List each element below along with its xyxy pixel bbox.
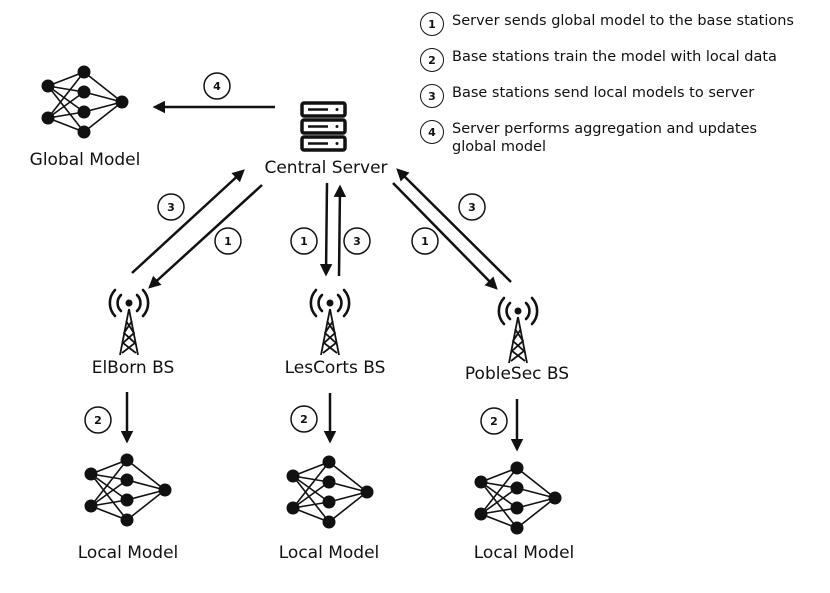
network-node <box>84 499 98 513</box>
elborn-local-model-label: Local Model <box>77 543 179 563</box>
step-badge: 1 <box>290 227 318 255</box>
elborn-bs-label: ElBorn BS <box>91 358 175 378</box>
send-arrow-elborn <box>148 184 263 289</box>
network-node <box>84 467 98 481</box>
network-node <box>510 481 524 495</box>
step-badge: 3 <box>343 227 371 255</box>
upload-arrow-lescorts <box>333 184 347 277</box>
legend-step-badge: 4 <box>420 120 444 144</box>
lescorts-local-model-network-icon <box>286 455 374 529</box>
step-badge: 1 <box>411 227 439 255</box>
step-badges: 4 3 1 1 3 1 3 2 2 2 <box>84 72 508 435</box>
lescorts-bs-label: LesCorts BS <box>284 358 386 378</box>
network-node <box>41 111 55 125</box>
network-node <box>286 469 300 483</box>
step-badge: 3 <box>458 193 486 221</box>
arrows <box>120 100 524 452</box>
network-node <box>120 493 134 507</box>
step-badge: 4 <box>203 72 231 100</box>
legend: 1 Server sends global model to the base … <box>420 12 825 168</box>
global-model-network-icon <box>41 65 129 139</box>
network-node <box>474 507 488 521</box>
network-node <box>77 125 91 139</box>
network-node <box>77 65 91 79</box>
legend-step-badge: 2 <box>420 48 444 72</box>
network-node <box>77 85 91 99</box>
legend-item: 1 Server sends global model to the base … <box>420 12 825 36</box>
step-badge: 2 <box>84 406 112 434</box>
network-node <box>77 105 91 119</box>
network-node <box>322 495 336 509</box>
svg-text:3: 3 <box>468 201 476 214</box>
svg-text:4: 4 <box>213 80 221 93</box>
svg-text:2: 2 <box>300 413 308 426</box>
legend-step-badge: 1 <box>420 12 444 36</box>
poblesec-antenna-icon <box>497 296 539 364</box>
network-node <box>115 95 129 109</box>
network-node <box>548 491 562 505</box>
network-node <box>322 475 336 489</box>
network-node <box>510 521 524 535</box>
lescorts-local-model-label: Local Model <box>278 543 380 563</box>
central-server-label: Central Server <box>264 158 388 178</box>
send-arrow-poblesec <box>392 182 498 290</box>
legend-item: 4 Server performs aggregation and update… <box>420 120 825 156</box>
svg-text:3: 3 <box>167 201 175 214</box>
network-node <box>120 473 134 487</box>
network-node <box>510 461 524 475</box>
legend-item: 2 Base stations train the model with loc… <box>420 48 825 72</box>
network-node <box>120 453 134 467</box>
poblesec-local-model-network-icon <box>474 461 562 535</box>
legend-text: Base stations send local models to serve… <box>452 85 755 101</box>
step-badge: 1 <box>214 227 242 255</box>
lescorts-antenna-icon <box>309 288 351 356</box>
legend-item: 3 Base stations send local models to ser… <box>420 84 825 108</box>
svg-text:2: 2 <box>94 414 102 427</box>
network-node <box>322 455 336 469</box>
svg-text:1: 1 <box>224 235 232 248</box>
poblesec-local-model-label: Local Model <box>473 543 575 563</box>
network-node <box>474 475 488 489</box>
elborn-antenna-icon <box>108 288 150 356</box>
step-badge: 2 <box>480 407 508 435</box>
svg-text:1: 1 <box>421 235 429 248</box>
elborn-local-model-network-icon <box>84 453 172 527</box>
network-node <box>41 79 55 93</box>
legend-text: Server sends global model to the base st… <box>452 13 794 29</box>
legend-step-badge: 3 <box>420 84 444 108</box>
step-badge: 2 <box>290 405 318 433</box>
network-node <box>120 513 134 527</box>
legend-text: Server performs aggregation and updates … <box>452 121 758 155</box>
step-badge: 3 <box>157 193 185 221</box>
network-node <box>360 485 374 499</box>
network-node <box>510 501 524 515</box>
upload-arrow-elborn <box>131 169 245 274</box>
svg-text:2: 2 <box>490 415 498 428</box>
svg-text:3: 3 <box>353 235 361 248</box>
send-arrow-lescorts <box>319 182 333 277</box>
server-icon <box>300 101 347 152</box>
svg-text:1: 1 <box>300 235 308 248</box>
poblesec-bs-label: PobleSec BS <box>464 364 570 384</box>
legend-text: Base stations train the model with local… <box>452 49 777 65</box>
network-node <box>322 515 336 529</box>
upload-arrow-poblesec <box>396 168 512 283</box>
network-node <box>286 501 300 515</box>
global-model-label: Global Model <box>29 150 141 170</box>
network-node <box>158 483 172 497</box>
